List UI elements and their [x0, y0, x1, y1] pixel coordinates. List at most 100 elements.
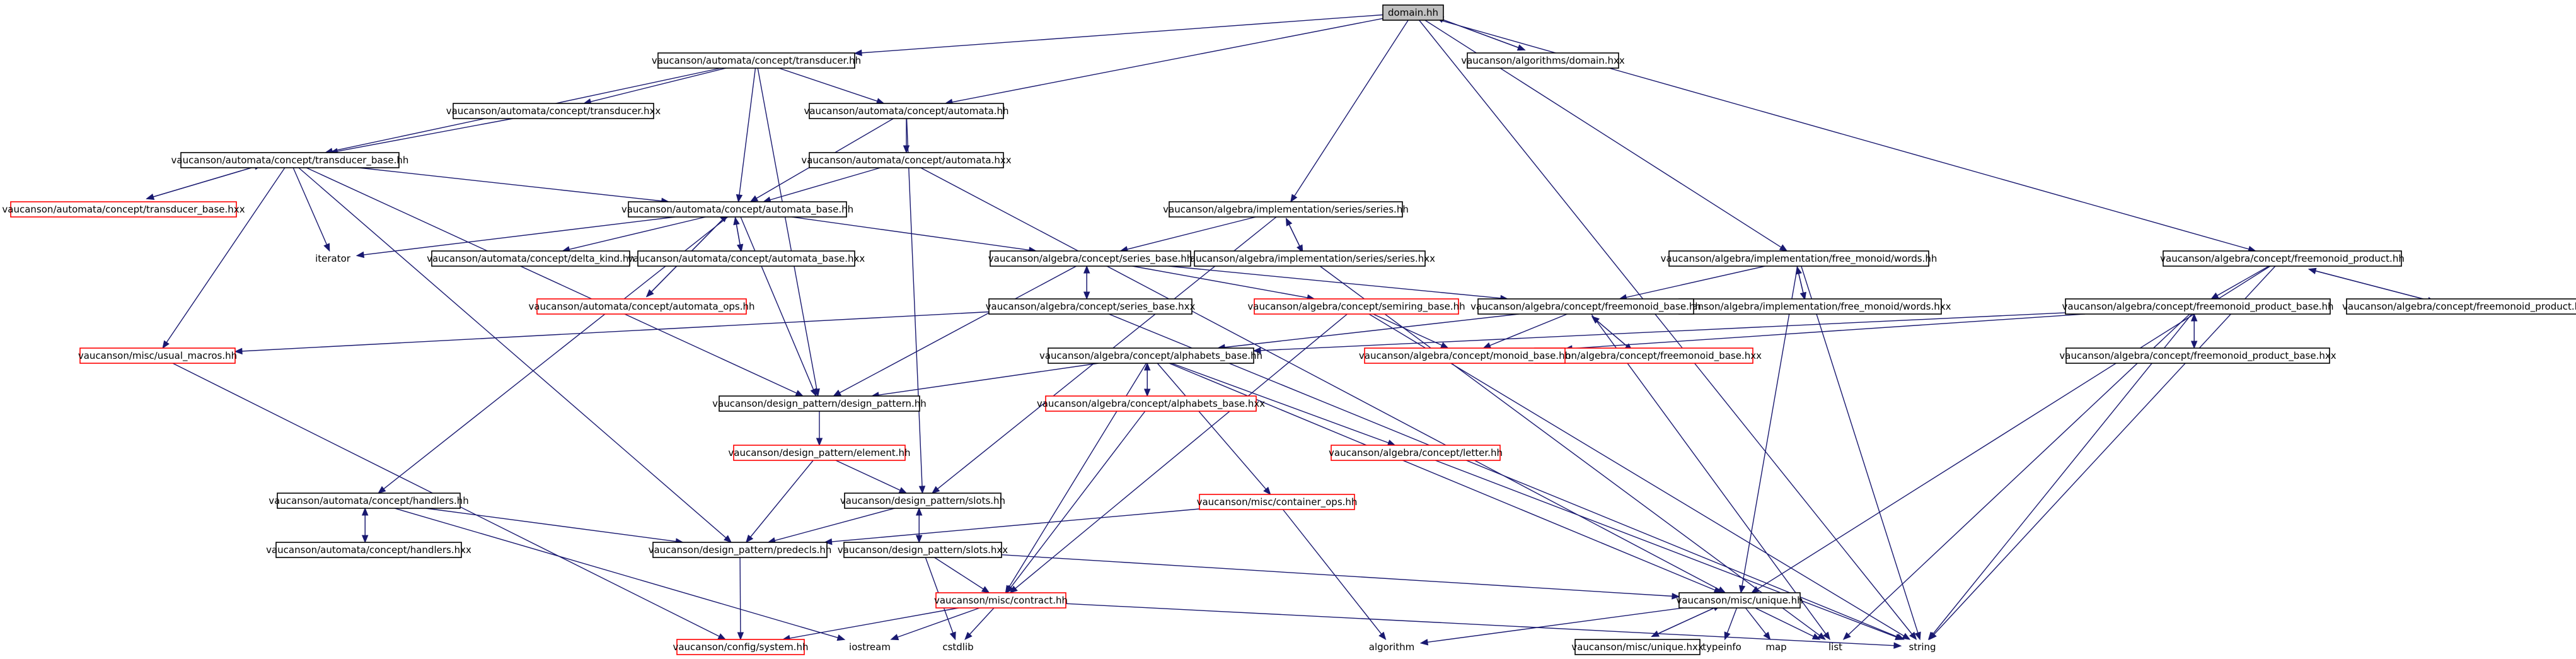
edge-line [778, 67, 879, 102]
node-system-hh[interactable]: vaucanson/config/system.hh [673, 639, 809, 655]
node-label: vaucanson/misc/usual_macros.hh [78, 350, 237, 362]
arrow-head [1482, 342, 1492, 349]
edge-line [1126, 216, 1256, 250]
node-label: vaucanson/algorithms/domain.hxx [1461, 55, 1625, 66]
node-label: map [1765, 641, 1786, 653]
node-transducer-hh[interactable]: vaucanson/automata/concept/transducer.hh [652, 52, 861, 69]
node-label: vaucanson/algebra/concept/alphabets_base… [1039, 350, 1262, 362]
edge-automata_base_hh-to-series_base_hh [792, 216, 1037, 254]
node-automata-hxx[interactable]: vaucanson/automata/concept/automata.hxx [801, 152, 1012, 168]
node-handlers-hxx[interactable]: vaucanson/automata/concept/handlers.hxx [266, 542, 471, 558]
node-label: vaucanson/algebra/concept/freemonoid_pro… [2059, 350, 2336, 362]
arrow-head [824, 538, 833, 545]
node-monoid-base-hh[interactable]: vaucanson/algebra/concept/monoid_base.hh [1359, 347, 1571, 364]
edge-line [1368, 313, 1905, 637]
node-freemonoid-product-base-hh[interactable]: vaucanson/algebra/concept/freemonoid_pro… [2062, 298, 2334, 315]
node-unique-hh[interactable]: vaucanson/misc/unique.hh [1676, 592, 1803, 609]
arrow-head [1387, 440, 1396, 446]
node-element-hh[interactable]: vaucanson/design_pattern/element.hh [728, 445, 911, 461]
node-automata-ops-hh[interactable]: vaucanson/automata/concept/automata_ops.… [528, 298, 755, 315]
edge-line [773, 508, 895, 542]
edge-line [739, 557, 741, 634]
edge-freemonoid_product_base_hxx-to-freemonoid_product_base_hh [2190, 313, 2198, 348]
edge-line [1756, 265, 2271, 590]
node-label: vaucanson/automata/concept/transducer.hx… [446, 105, 661, 117]
arrow-head [749, 195, 759, 202]
edge-series_hxx-to-series_hh [1285, 218, 1303, 253]
arrow-head [1914, 631, 1921, 641]
arrow-head [1817, 632, 1826, 640]
node-alphabets-base-hh[interactable]: vaucanson/algebra/concept/alphabets_base… [1039, 347, 1262, 364]
edge-slots_hxx-to-contract_hh [934, 557, 990, 593]
node-design-pattern-hh[interactable]: vaucanson/design_pattern/design_pattern.… [712, 395, 927, 412]
node-contract-hh[interactable]: vaucanson/misc/contract.hh [934, 592, 1068, 609]
node-box [1048, 347, 1254, 364]
node-semiring-base-hh[interactable]: vaucanson/algebra/concept/semiring_base.… [1247, 298, 1465, 315]
node-transducer-hxx[interactable]: vaucanson/automata/concept/transducer.hx… [446, 103, 661, 119]
arrow-head [1902, 633, 1911, 640]
node-freemonoid-product-base-hxx[interactable]: vaucanson/algebra/concept/freemonoid_pro… [2059, 347, 2336, 364]
arrow-head [1006, 585, 1014, 594]
node-box [277, 493, 461, 509]
node-freemonoid-base-hxx[interactable]: vaucanson/algebra/concept/freemonoid_bas… [1526, 347, 1762, 364]
node-transducer-base-hxx[interactable]: vaucanson/automata/concept/transducer_ba… [2, 201, 245, 218]
node-automata-base-hxx[interactable]: vaucanson/automata/concept/automata_base… [628, 250, 865, 267]
node-alphabets-base-hxx[interactable]: vaucanson/algebra/concept/alphabets_base… [1037, 395, 1265, 412]
node-handlers-hh[interactable]: vaucanson/automata/concept/handlers.hh [269, 493, 469, 509]
node-series-hh[interactable]: vaucanson/algebra/implementation/series/… [1163, 201, 1409, 218]
edge-automata_base_hh-to-design_pattern_hh [740, 216, 817, 397]
edge-unique_hxx-to-unique_hh [1651, 604, 1721, 638]
node-string: string [1909, 641, 1936, 653]
node-transducer-base-hh[interactable]: vaucanson/automata/concept/transducer_ba… [171, 152, 409, 168]
node-letter-hh[interactable]: vaucanson/algebra/concept/letter.hh [1329, 445, 1503, 461]
edge-line [1282, 509, 1383, 636]
node-box [1045, 395, 1257, 412]
edge-line [968, 607, 995, 636]
node-series-base-hxx[interactable]: vaucanson/algebra/concept/series_base.hx… [986, 298, 1196, 315]
node-box [990, 250, 1191, 267]
node-domain-hh[interactable]: domain.hh [1382, 4, 1444, 21]
node-slots-hxx[interactable]: vaucanson/design_pattern/slots.hxx [838, 542, 1008, 558]
node-free-monoid-words-hxx[interactable]: vaucanson/algebra/implementation/free_mo… [1669, 298, 1951, 315]
node-freemonoid-product-hxx[interactable]: vaucanson/algebra/concept/freemonoid_pro… [2342, 298, 2576, 315]
node-freemonoid-base-hh[interactable]: vaucanson/algebra/concept/freemonoid_bas… [1470, 298, 1701, 315]
arrow-head [1378, 631, 1387, 641]
node-typeinfo: typeinfo [1702, 641, 1741, 653]
edge-automata_base_hxx-to-automata_base_hh [733, 216, 742, 252]
edge-automata_base_hh-to-iterator [355, 216, 676, 259]
node-series-base-hh[interactable]: vaucanson/algebra/concept/series_base.hh [988, 250, 1193, 267]
edge-freemonoid_base_hh-to-monoid_base_hh [1482, 313, 1568, 349]
node-automata-base-hh[interactable]: vaucanson/automata/concept/automata_base… [621, 201, 853, 218]
node-freemonoid-product-hh[interactable]: vaucanson/algebra/concept/freemonoid_pro… [2160, 250, 2405, 267]
edge-line [736, 223, 742, 252]
node-usual-macros-hh[interactable]: vaucanson/misc/usual_macros.hh [78, 347, 237, 364]
edge-line [1426, 607, 1684, 643]
node-unique-hxx[interactable]: vaucanson/misc/unique.hxx [1571, 639, 1704, 655]
node-label: vaucanson/config/system.hh [673, 641, 808, 653]
edge-series_base_hh-to-design_pattern_hh [833, 265, 1077, 397]
arrow-head [733, 216, 740, 226]
node-label: vaucanson/algebra/concept/alphabets_base… [1037, 398, 1265, 410]
node-automata-hh[interactable]: vaucanson/automata/concept/automata.hh [804, 103, 1009, 119]
arrow-head [1927, 631, 1936, 641]
node-free-monoid-words-hh[interactable]: vaucanson/algebra/implementation/free_mo… [1661, 250, 1938, 267]
node-delta-kind-hh[interactable]: vaucanson/automata/concept/delta_kind.hh [427, 250, 635, 267]
edge-transducer_base_hh-to-predecls_hh [298, 167, 732, 543]
node-box [79, 347, 236, 364]
node-alg-domain-hxx[interactable]: vaucanson/algorithms/domain.hxx [1461, 52, 1625, 69]
edge-semiring_base_hh-to-monoid_base_hh [1373, 313, 1449, 349]
node-box [844, 493, 1002, 509]
edge-domain_hh-to-string [1419, 20, 1917, 641]
node-predecls-hh[interactable]: vaucanson/design_pattern/predecls.hh [649, 542, 832, 558]
node-label: vaucanson/algebra/concept/freemonoid_bas… [1526, 350, 1762, 362]
node-series-hxx[interactable]: vaucanson/algebra/implementation/series/… [1184, 250, 1435, 267]
edge-contract_hh-to-string [1065, 603, 1902, 649]
node-container-ops-hh[interactable]: vaucanson/misc/container_ops.hh [1197, 494, 1358, 510]
arrow-head [810, 388, 817, 397]
node-box [2065, 347, 2330, 364]
node-box [676, 639, 805, 655]
node-label: vaucanson/algebra/concept/freemonoid_bas… [1470, 301, 1701, 313]
node-slots-hh[interactable]: vaucanson/design_pattern/slots.hh [840, 493, 1005, 509]
node-box [1477, 298, 1694, 315]
